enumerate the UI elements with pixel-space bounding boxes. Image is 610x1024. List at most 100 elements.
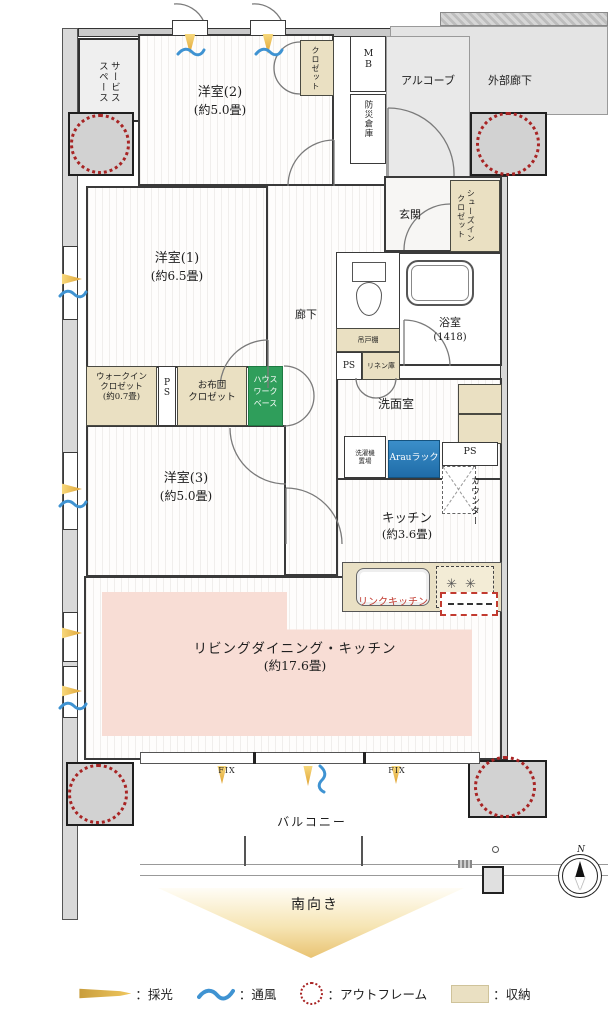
wind-wave-icon <box>196 988 235 1000</box>
counter-hatch <box>442 466 476 514</box>
compass <box>562 858 598 894</box>
outframe-circle-icon <box>300 982 324 1005</box>
balcony-hatch <box>458 860 472 868</box>
closet2-label: クロゼット <box>311 46 320 91</box>
pipe-space-toilet-label: PS <box>342 361 356 371</box>
linen-label: リネン庫 <box>367 362 395 370</box>
legend-ventilation: ：通風 <box>196 984 277 1003</box>
fix-label-right: FIX <box>388 766 406 775</box>
hallway-label: 廊下 <box>295 308 317 321</box>
wind-wave-icon <box>176 47 206 57</box>
daylight-arrow <box>184 34 196 54</box>
counter-label: カウンター <box>469 476 479 526</box>
bedroom3-label: 洋室(3) (約5.0畳) <box>159 471 213 503</box>
balcony-partition <box>361 836 363 866</box>
outframe-circle-bottom-right <box>474 756 536 818</box>
hanging-cupboard <box>336 328 400 352</box>
bedroom2-label: 洋室(2) (約5.0畳) <box>193 85 247 117</box>
window-top-2 <box>250 20 286 36</box>
kitchen-sink <box>356 568 430 606</box>
washroom-cabinet-upper <box>458 384 502 414</box>
wind-wave-icon <box>58 701 88 711</box>
compass-north-label: N <box>577 845 585 855</box>
ldk-label: リビングダイニング・キッチン (約17.6畳) <box>193 641 397 674</box>
service-space-label: サービス スペース <box>96 61 120 103</box>
window-mullion <box>363 752 366 764</box>
bathtub <box>406 260 474 306</box>
daylight-arrow <box>62 483 82 495</box>
washroom-cabinet-lower <box>458 414 502 444</box>
alcove-label: アルコーブ <box>400 74 455 87</box>
balcony-drain-box <box>482 866 504 894</box>
washing-machine-space <box>344 436 386 478</box>
toilet-tank <box>352 262 386 282</box>
pipe-space-wic-label: PS <box>162 378 172 398</box>
daylight-arrow <box>262 34 274 54</box>
bathroom-label: 浴室 (1418) <box>433 316 467 343</box>
balcony-railing <box>140 864 608 876</box>
walk-in-closet <box>86 366 157 426</box>
disaster-storage-label: 防災倉庫 <box>363 100 373 138</box>
balcony-label: バルコニー <box>277 815 347 829</box>
futon-closet-label: お布団 クロゼット <box>188 380 236 403</box>
balcony-vent <box>492 846 499 853</box>
service-space <box>78 38 140 122</box>
meter-box <box>350 36 386 92</box>
compass-needle-tail <box>575 877 585 890</box>
legend-daylight-label: ：採光 <box>135 987 173 1002</box>
fix-label-left: FIX <box>218 766 236 775</box>
link-kitchen-arrow <box>448 603 492 605</box>
disaster-storage <box>350 94 386 164</box>
entrance-label: 玄関 <box>399 208 421 221</box>
legend-ventilation-label: ：通風 <box>238 987 277 1002</box>
legend-daylight: ：採光 <box>79 984 173 1003</box>
legend-storage: ：収納 <box>451 984 531 1003</box>
daylight-arrow <box>391 766 401 784</box>
counter-x-lines <box>443 467 474 512</box>
daylight-arrow <box>62 273 82 285</box>
pipe-space-kitchen-label: PS <box>463 446 477 457</box>
arau-rack <box>388 440 440 478</box>
outframe-circle-bottom-left <box>68 764 128 824</box>
south-label: 南向き <box>291 897 339 913</box>
bedroom-1 <box>86 186 268 368</box>
window-top-1 <box>172 20 208 36</box>
daylight-arrow <box>217 766 227 784</box>
pipe-space-wic <box>158 366 176 426</box>
alcove <box>386 36 470 178</box>
daylight-arrow <box>62 685 82 697</box>
toilet-bowl <box>356 282 382 316</box>
outframe-circle-top-left <box>70 114 130 174</box>
wind-wave-icon <box>254 47 284 57</box>
bedroom1-label: 洋室(1) (約6.5畳) <box>150 251 204 283</box>
washroom-label: 洗面室 <box>377 397 414 411</box>
link-kitchen-box <box>440 592 498 616</box>
housework-base-label: ハウス ワーク ベース <box>253 375 278 408</box>
hanging-cupboard-label: 吊戸棚 <box>357 336 379 344</box>
meter-box-label: MB <box>363 48 374 70</box>
legend-outframe-label: ：アウトフレーム <box>327 987 428 1002</box>
storage-swatch-icon <box>451 984 490 1003</box>
shoes-in-closet <box>450 180 500 252</box>
legend: ：採光 ：通風 ：アウトフレーム ：収納 <box>0 982 610 1005</box>
pipe-space-toilet <box>336 352 362 380</box>
arau-rack-label: Arauラック <box>389 453 439 463</box>
wind-wave-icon <box>317 764 327 794</box>
daylight-arrow <box>62 627 82 639</box>
daylight-arrow <box>303 766 313 786</box>
exterior-corridor-label: 外部廊下 <box>488 74 532 87</box>
washing-machine-label: 洗濯機 置場 <box>355 449 375 465</box>
outframe-circle-top-right <box>476 112 540 176</box>
outer-corridor-wall <box>440 12 608 26</box>
balcony-window-band <box>140 752 480 764</box>
kitchen-label: キッチン (約3.6畳) <box>381 510 433 541</box>
daylight-arrow-icon <box>79 988 132 999</box>
compass-needle <box>575 861 585 878</box>
wind-wave-icon <box>58 499 88 509</box>
walk-in-closet-label: ウォークイン クロゼット (約0.7畳) <box>95 372 147 403</box>
legend-storage-label: ：収納 <box>493 987 531 1002</box>
balcony-partition <box>244 836 246 866</box>
pipe-space-kitchen <box>442 442 498 466</box>
shoes-closet-label: シューズイン クロゼット <box>456 189 476 243</box>
